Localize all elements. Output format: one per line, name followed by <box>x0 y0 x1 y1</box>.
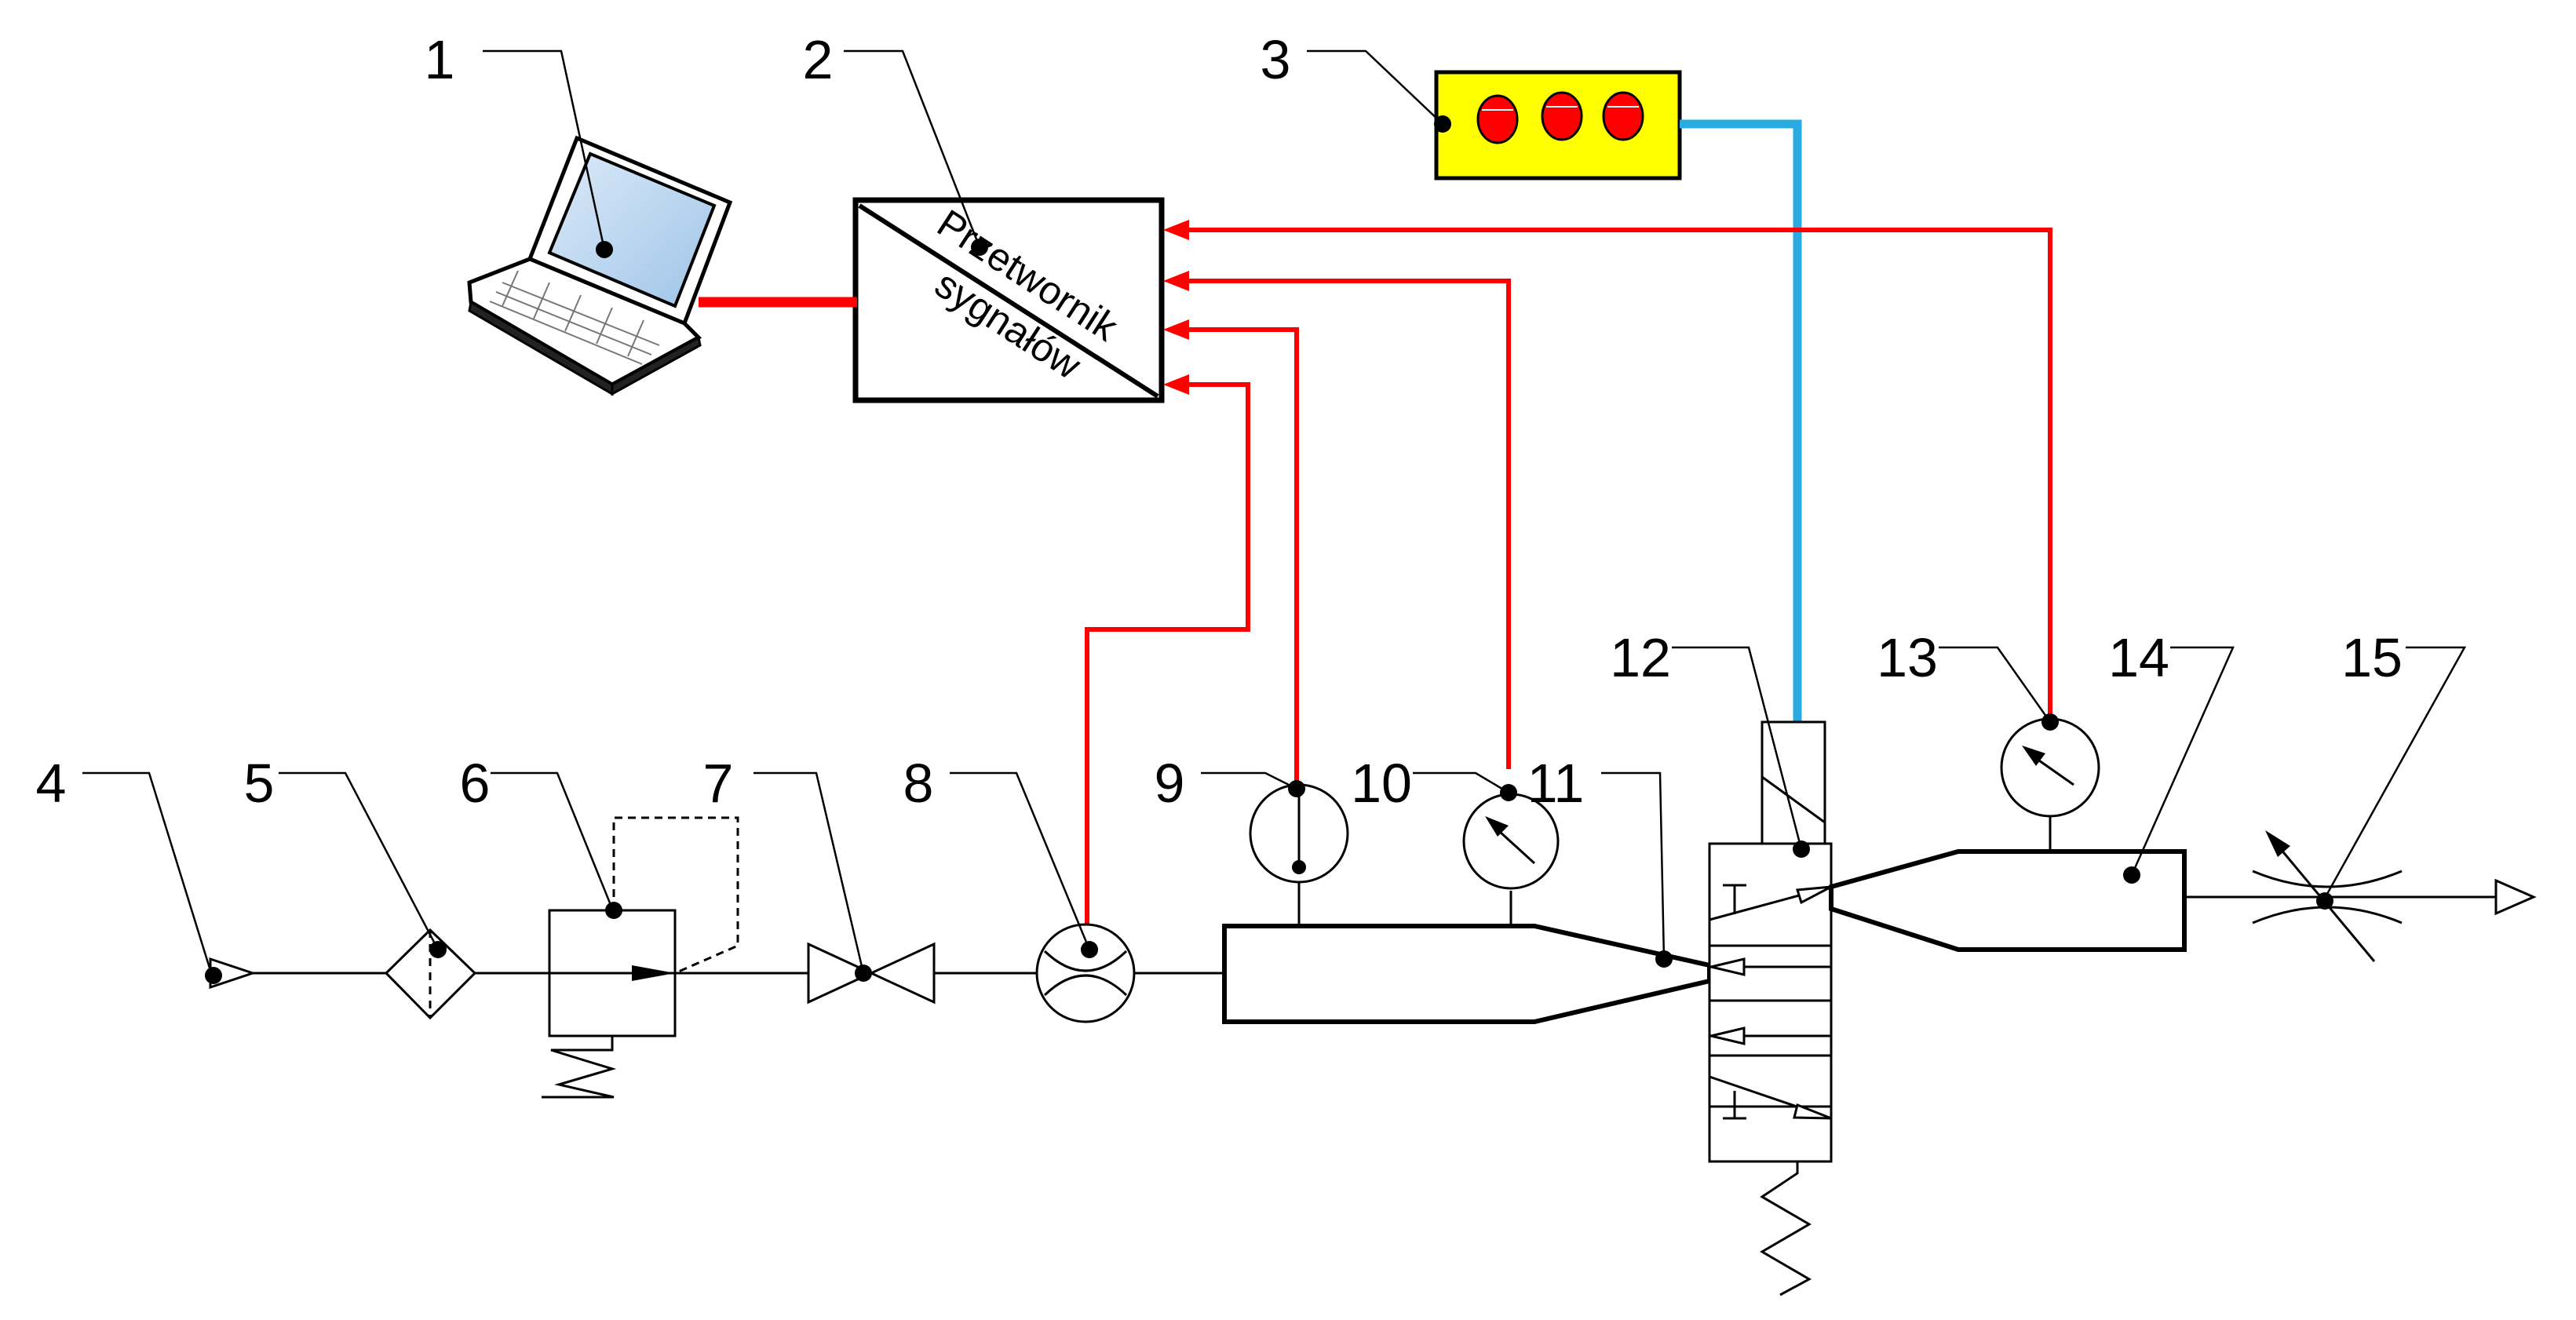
callout-5: 5 <box>244 753 275 814</box>
gauge-9-symbol <box>1249 783 1349 926</box>
exhaust-symbol <box>2494 878 2537 916</box>
lamp-icon <box>1602 91 1644 141</box>
callout-10: 10 <box>1351 753 1412 814</box>
callout-9: 9 <box>1155 753 1185 814</box>
lamp-icon <box>1476 94 1519 144</box>
inlet-tank-nozzle <box>1222 924 1712 1024</box>
flow-meter-symbol <box>1035 923 1136 1023</box>
lamp-icon <box>1541 91 1583 141</box>
callout-dots <box>205 115 2333 984</box>
callout-11: 11 <box>1527 753 1585 814</box>
callout-numbers: 1 2 3 4 5 6 7 8 9 10 11 12 13 14 15 <box>36 29 2403 814</box>
callout-3: 3 <box>1261 29 1291 90</box>
main-air-line <box>253 895 2496 975</box>
shutoff-valve-symbol <box>807 942 936 1005</box>
gauge-10-symbol <box>1462 793 1560 926</box>
callout-7: 7 <box>703 753 734 814</box>
signal-converter-box: Przetwornik sygnałów <box>852 197 1165 403</box>
air-filter-symbol <box>384 928 477 1020</box>
callout-2: 2 <box>803 29 834 90</box>
callout-12: 12 <box>1610 627 1671 688</box>
callout-13: 13 <box>1877 627 1938 688</box>
callout-14: 14 <box>2108 627 2169 688</box>
callout-8: 8 <box>903 753 934 814</box>
callout-4: 4 <box>36 753 67 814</box>
measurement-signal-lines <box>1085 220 2052 928</box>
control-signal-line <box>1680 119 1802 722</box>
callout-15: 15 <box>2341 627 2403 688</box>
gauge-13-symbol <box>2000 717 2100 851</box>
callout-1: 1 <box>425 29 455 90</box>
indicator-lamp-panel <box>1434 70 1682 180</box>
callout-leaders <box>82 49 2467 976</box>
callout-6: 6 <box>460 753 491 814</box>
laptop-icon <box>467 135 733 396</box>
pressure-regulator-symbol <box>542 816 739 1099</box>
outlet-tank-nozzle <box>1829 849 2187 952</box>
directional-valve-symbol <box>1708 720 1833 1296</box>
